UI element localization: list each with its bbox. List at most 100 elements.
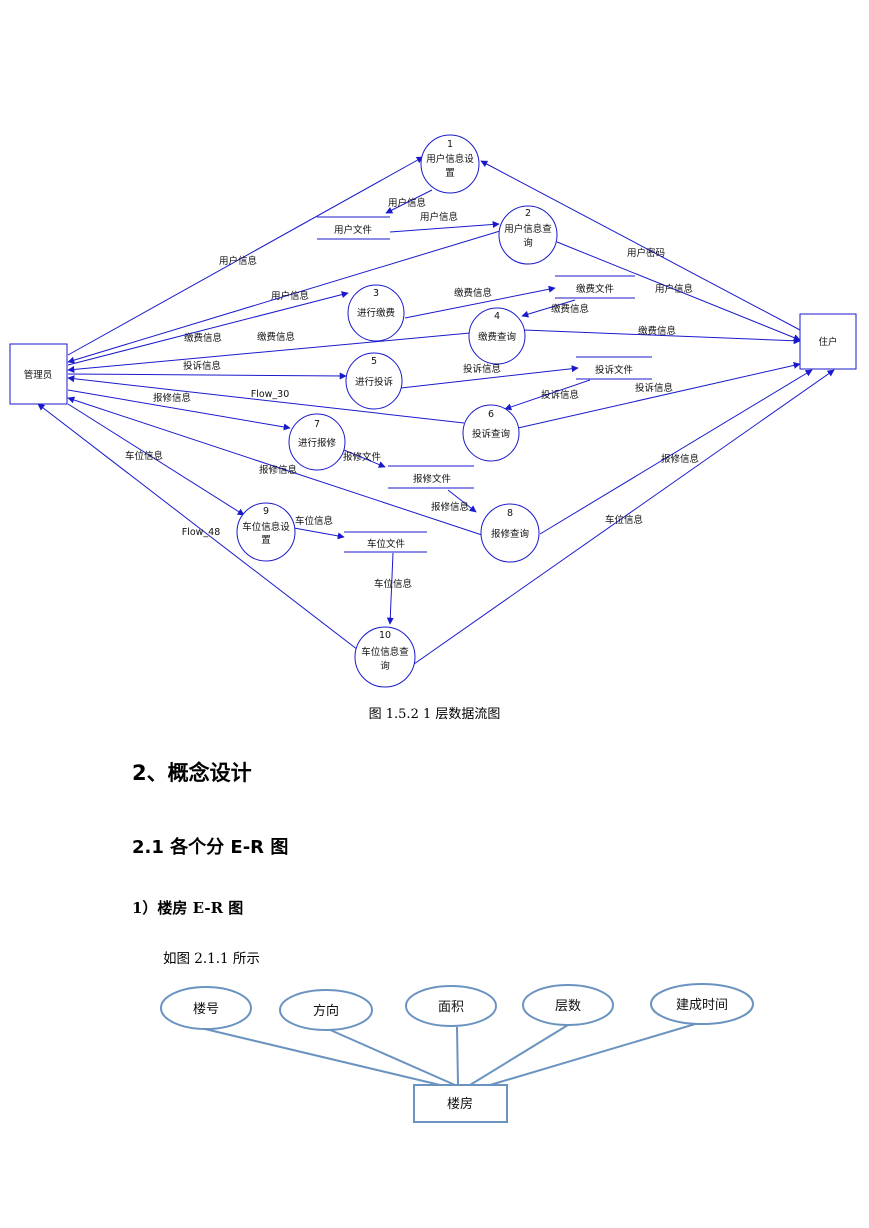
process-7: [288, 413, 346, 471]
store-repair-file: [388, 465, 474, 489]
process-number: 4: [494, 311, 500, 322]
flow-label: 投诉信息: [183, 360, 221, 372]
process-number: 1: [447, 139, 453, 150]
store-fee-file: [555, 275, 635, 299]
process-label: 进行报修: [298, 437, 337, 449]
flow-p8-resident: [539, 369, 813, 535]
flow-admin-p7: [67, 389, 291, 431]
flow-label: 缴费信息: [551, 303, 589, 315]
store-user-file: [317, 216, 390, 240]
flow-admin-p1: [67, 156, 424, 356]
process-number: 5: [371, 356, 377, 367]
process-number: 3: [373, 288, 379, 299]
flow-p2-admin: [67, 230, 501, 364]
process-number: 7: [314, 419, 320, 430]
er-connector: [456, 1026, 459, 1086]
flow-label: Flow_48: [182, 527, 221, 538]
er-attribute-area: [405, 985, 497, 1027]
entity-resident-label: 住户: [818, 336, 837, 348]
process-label: 用户信息设: [426, 153, 474, 165]
store-label: 报修文件: [413, 473, 452, 485]
er-attribute-build-time: [650, 983, 754, 1025]
process-label: 置: [445, 168, 455, 179]
flow-admin-p5: [67, 372, 347, 380]
process-number: 9: [263, 506, 269, 517]
flow-feefile-p4: [521, 299, 576, 318]
flow-label: 车位信息: [295, 515, 333, 527]
er-entity-building: [413, 1084, 508, 1123]
process-label: 置: [261, 535, 271, 546]
process-number: 2: [525, 208, 531, 219]
er-attribute-label: 楼号: [193, 1002, 219, 1017]
flow-label: 缴费信息: [257, 331, 295, 343]
store-parking-file: [344, 531, 427, 553]
process-label: 报修查询: [491, 528, 529, 540]
store-complaint-file: [576, 356, 652, 380]
process-10: [354, 626, 416, 688]
er-attribute-label: 层数: [555, 999, 581, 1014]
flow-userfile-p2: [389, 220, 500, 233]
er-attribute-label: 方向: [313, 1003, 339, 1019]
process-label: 询: [523, 237, 533, 249]
process-number: 8: [507, 508, 513, 519]
flow-admin-p3: [67, 291, 349, 366]
flow-p6-resident: [517, 361, 801, 429]
store-label: 用户文件: [334, 224, 373, 236]
flow-label: 用户信息: [420, 211, 458, 223]
flow-p7-repairfile: [343, 449, 386, 468]
process-9: [236, 502, 296, 562]
process-2: [498, 205, 558, 265]
flow-label: 用户信息: [388, 197, 426, 209]
er-connector: [469, 1024, 569, 1086]
process-label: 投诉查询: [472, 428, 510, 440]
er-attribute-label: 建成时间: [676, 998, 728, 1013]
store-label: 缴费文件: [576, 283, 615, 295]
flow-p5-complainfile: [400, 365, 579, 389]
er-attribute-building-number: [160, 986, 252, 1030]
data-flow-diagram: 用户文件 缴费文件 投诉文件 报修文件 车位文件 管理员 住户 1 用户信息设 …: [9, 134, 857, 688]
flow-p1-userfile: [385, 189, 433, 214]
flow-p8-admin: [67, 396, 483, 536]
flow-label: 投诉信息: [635, 382, 673, 394]
er-connector: [204, 1028, 441, 1086]
flow-p2-resident: [556, 241, 801, 341]
flow-label: 报修信息: [431, 501, 469, 513]
er-diagram: 楼号 方向 面积 层数 建成时间 楼房: [160, 983, 754, 1123]
process-number: 10: [379, 630, 391, 641]
entity-admin: 管理员: [9, 343, 68, 405]
flow-label: 报修信息: [153, 392, 191, 404]
entity-resident: 住户: [799, 313, 857, 370]
flow-label: 缴费信息: [184, 332, 222, 344]
flow-p4-admin: [67, 332, 471, 373]
process-3: [347, 284, 405, 342]
flow-label: 缴费信息: [638, 325, 676, 337]
flow-label: 用户密码: [627, 247, 665, 259]
process-label: 车位信息查: [361, 646, 409, 658]
flow-label: 车位信息: [125, 450, 163, 462]
flow-complainfile-p6: [504, 379, 591, 411]
flow-parkingfile-p10: [386, 552, 394, 625]
flow-label: 报修信息: [661, 453, 699, 465]
er-attribute-orientation: [279, 989, 373, 1031]
process-8: [480, 503, 540, 563]
flow-label: 用户信息: [271, 290, 309, 302]
flow-label: 投诉信息: [463, 363, 501, 375]
flow-label: 用户信息: [655, 283, 693, 295]
process-label: 进行缴费: [357, 307, 395, 319]
flow-admin-p9: [67, 403, 245, 516]
figure-caption: 图 1.5.2 1 层数据流图: [368, 707, 501, 722]
flow-label: 投诉信息: [541, 389, 579, 401]
flow-p10-admin: [37, 403, 359, 651]
process-label: 进行投诉: [355, 376, 394, 388]
flow-p3-feefile: [404, 285, 556, 319]
body-paragraph: 如图 2.1.1 所示: [163, 951, 260, 967]
subsection-heading: 2.1 各个分 E-R 图: [132, 837, 289, 858]
flow-resident-p1: [480, 160, 801, 331]
flow-label: 车位信息: [374, 578, 412, 590]
er-attribute-floors: [522, 984, 614, 1026]
sub-subsection-heading: 1）楼房 E-R 图: [132, 899, 244, 917]
er-attribute-label: 面积: [438, 1000, 464, 1015]
process-4: [468, 307, 526, 365]
process-label: 用户信息查: [504, 223, 552, 235]
flow-p9-parkingfile: [293, 527, 345, 540]
